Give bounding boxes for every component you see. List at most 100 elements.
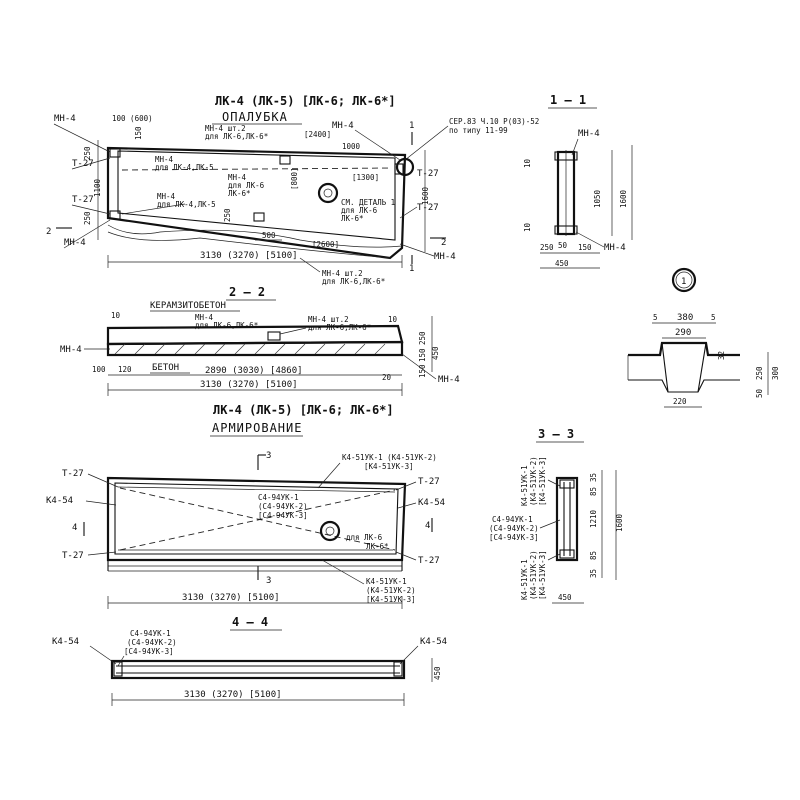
dim-label: 220: [673, 397, 687, 406]
note-mn4-for: для ЛК-6,ЛК-6*: [308, 323, 371, 332]
dim-label: 250: [223, 208, 232, 222]
label-frame-k4: К4-51УК-1: [520, 465, 529, 506]
dim-label: 5: [653, 313, 658, 322]
label-mn4: МН-4: [604, 243, 626, 253]
dim-label: 1000: [342, 142, 361, 151]
label-frame-k4: [К4-51УК-3]: [538, 550, 547, 600]
note-mn4-for: для ЛК-6,ЛК-6*: [195, 321, 258, 330]
sleeve-hole: [319, 520, 341, 542]
note-for-lk6: для ЛК-6: [346, 533, 383, 542]
label-frame-k4: [К4-51УК-3]: [538, 456, 547, 506]
label-t27: Т-27: [72, 195, 94, 205]
note-mn4: МН-4: [155, 155, 174, 164]
dim-label: 1600: [615, 513, 624, 532]
dim-label: [2600]: [312, 240, 339, 249]
section-4-4-outline: [110, 659, 406, 680]
cut-marker-3: 3: [266, 451, 271, 461]
cut-marker-3: 3: [266, 576, 271, 586]
dim-label: 32: [717, 351, 726, 360]
label-k454: К4-54: [418, 498, 445, 508]
dim-overall-length: 3130 (3270) [5100]: [182, 593, 280, 603]
label-concrete: БЕТОН: [152, 363, 179, 373]
label-rebar-c4: С4-94УК-1: [130, 629, 171, 638]
reinforcement-view-title: ЛК-4 (ЛК-5) [ЛК-6; ЛК-6*]: [213, 403, 394, 417]
dim-overall-length: 3130 (3270) [5100]: [200, 380, 298, 390]
label-t27: Т-27: [72, 159, 94, 169]
dim-label: 5: [711, 313, 716, 322]
note-mn4-for: для ЛК-6: [228, 181, 265, 190]
label-k454: К4-54: [52, 637, 79, 647]
dim-label: 1210: [589, 509, 598, 528]
dim-label: 20: [382, 373, 392, 382]
lifting-loop: [395, 157, 415, 177]
cut-marker-2: 2: [46, 227, 51, 237]
note-mn4: МН-4 шт.2: [322, 269, 363, 278]
label-frame-k4: (К4-51УК-2): [529, 456, 538, 506]
dim-label: 85: [589, 487, 598, 496]
note-mn4-for: для ЛК-4,ЛК-5: [155, 163, 214, 172]
formwork-view-subtitle: ОПАЛУБКА: [222, 110, 288, 124]
label-mn4: МН-4: [64, 238, 86, 248]
label-mn4: МН-4: [578, 129, 600, 139]
detail-1-outline: [628, 341, 740, 357]
dim-label: 300: [771, 366, 780, 380]
dim-label: 50: [755, 388, 764, 398]
label-mn4: МН-4: [54, 114, 76, 124]
label-rebar-c4: (С4-94УК-2): [489, 524, 539, 533]
note-mn4-for: для ЛК-4,ЛК-5: [157, 200, 216, 209]
concrete-hatch: [114, 343, 386, 355]
dim-label: 10: [111, 311, 121, 320]
dim-label: 150: [418, 364, 427, 378]
dim-label: [800]: [290, 167, 299, 190]
dim-label: 500: [262, 231, 276, 240]
label-rebar-c4: [С4-94УК-3]: [124, 647, 174, 656]
label-rebar-c4: С4-94УК-1: [258, 493, 299, 502]
section-2-2: 2 — 2 КЕРАМЗИТОБЕТОН МН-4 для ЛК-6,ЛК-6*…: [60, 285, 460, 396]
label-t27: Т-27: [418, 477, 440, 487]
label-t27: Т-27: [417, 203, 439, 213]
label-t27: Т-27: [417, 169, 439, 179]
dim-label: 290: [675, 328, 691, 338]
detail-1: 1 5 380 5 290 32 250 300 50 220: [627, 267, 780, 408]
reinforcement-view: ЛК-4 (ЛК-5) [ЛК-6; ЛК-6*] АРМИРОВАНИЕ 3 …: [46, 403, 445, 609]
dim-label: 150: [134, 126, 143, 140]
dim-label: 450: [433, 666, 442, 680]
dim-label: 250: [755, 366, 764, 380]
detail-marker-number: 1: [681, 277, 686, 287]
section-4-4: 4 — 4 К4-54 К4-54 С4-94УК-1 (С4-94УК-2) …: [52, 615, 447, 706]
label-keramzit-concrete: КЕРАМЗИТОБЕТОН: [150, 301, 226, 311]
formwork-panel-outline: [106, 146, 407, 260]
dim-overall-length: 3130 (3270) [5100]: [200, 251, 298, 261]
section-3-3-outline: [555, 476, 579, 562]
label-mn4: МН-4: [60, 345, 82, 355]
label-frame-k4: [К4-51УК-3]: [364, 462, 414, 471]
section-title: 1 — 1: [550, 93, 586, 107]
label-t27: Т-27: [418, 556, 440, 566]
detail-reference: СМ. ДЕТАЛЬ 1: [341, 198, 395, 207]
dim-label: 250: [540, 243, 554, 252]
label-frame-k4: (К4-51УК-2): [529, 550, 538, 600]
dim-label: 250: [83, 146, 92, 160]
label-rebar-c4: (С4-94УК-2): [258, 502, 308, 511]
formwork-view-title: ЛК-4 (ЛК-5) [ЛК-6; ЛК-6*]: [215, 94, 396, 108]
section-title: 3 — 3: [538, 427, 574, 441]
reinforcement-panel-outline: [106, 476, 407, 562]
note-mn4: МН-4 шт.2: [308, 315, 349, 324]
dim-label: 100 (600): [112, 114, 153, 123]
note-mn4: МН-4: [228, 173, 247, 182]
label-frame-k4: К4-51УК-1 (К4-51УК-2): [342, 453, 437, 462]
note-for-lk6: ЛК-6*: [366, 542, 389, 551]
dim-label: 450: [555, 259, 569, 268]
series-note: по типу 11-99: [449, 126, 508, 135]
dim-label: 1050: [593, 189, 602, 208]
detail-marker: [671, 267, 697, 293]
label-frame-k4: К4-51УК-1: [520, 559, 529, 600]
dim-inner-length: 2890 (3030) [4860]: [205, 366, 303, 376]
section-title: 4 — 4: [232, 615, 268, 629]
detail-reference: ЛК-6*: [341, 214, 364, 223]
section-3-3: 3 — 3 К4-51УК-1 (К4-51УК-2) [К4-51УК-3] …: [489, 427, 624, 604]
label-rebar-c4: (С4-94УК-2): [127, 638, 177, 647]
label-t27: Т-27: [62, 469, 84, 479]
label-k454: К4-54: [420, 637, 447, 647]
